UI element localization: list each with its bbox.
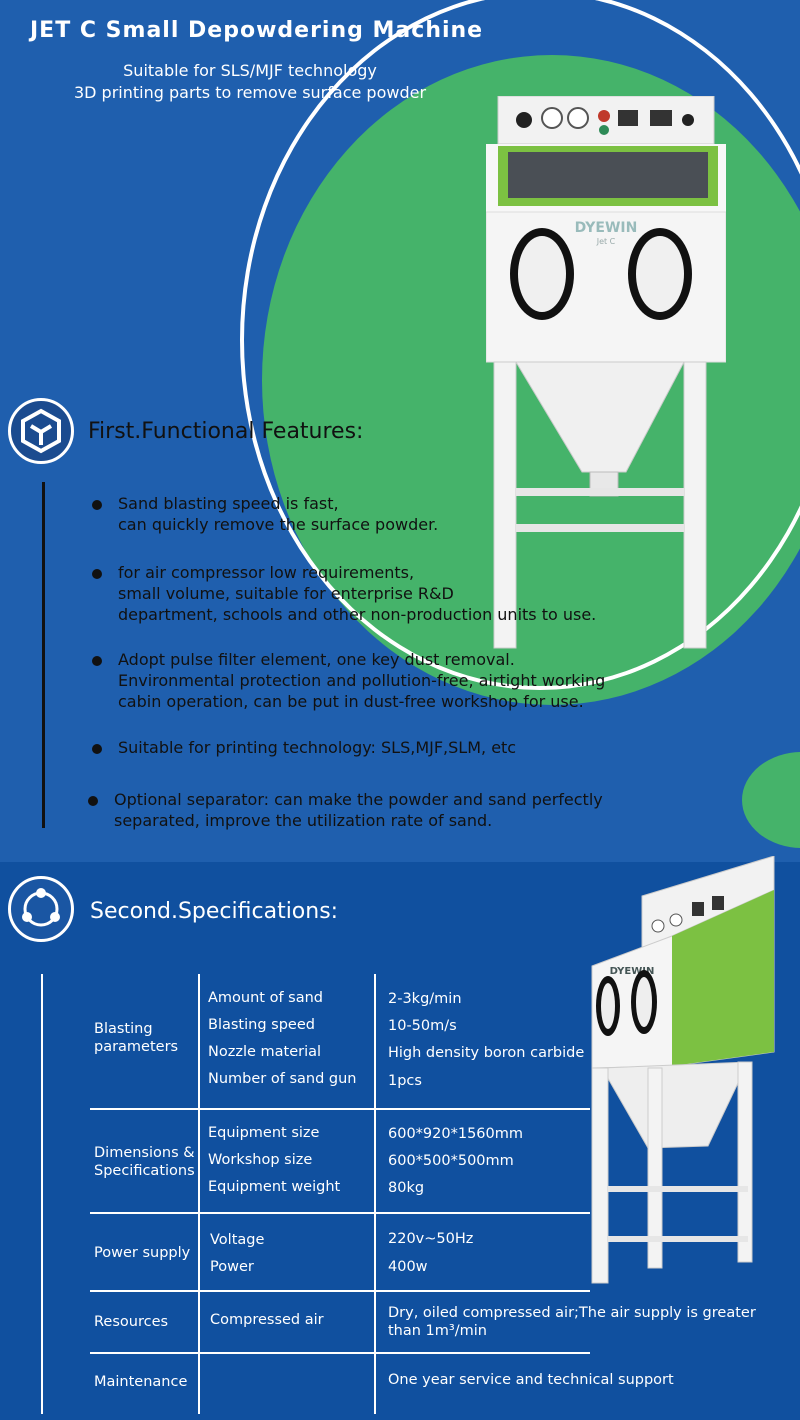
divider-vertical xyxy=(42,482,45,828)
feature-item: for air compressor low requirements, sma… xyxy=(92,562,596,625)
table-divider xyxy=(198,974,200,1414)
spec-item: Number of sand gun xyxy=(208,1071,357,1087)
subtitle-line: Suitable for SLS/MJF technology xyxy=(123,61,377,80)
brand-logo-text: DYEWIN xyxy=(575,220,638,236)
section-title-specifications: Second.Specifications: xyxy=(90,899,339,924)
spec-value: Dry, oiled compressed air;The air supply… xyxy=(388,1305,756,1339)
bullet-icon xyxy=(92,500,102,510)
bullet-icon xyxy=(92,569,102,579)
spec-item: Workshop size xyxy=(208,1152,313,1168)
page-subtitle: Suitable for SLS/MJF technology 3D print… xyxy=(50,60,450,104)
table-row-divider xyxy=(90,1352,590,1354)
spec-category: Maintenance xyxy=(94,1374,188,1390)
spec-value: 400w xyxy=(388,1259,428,1275)
spec-value: One year service and technical support xyxy=(388,1372,674,1388)
page-title: JET C Small Depowdering Machine xyxy=(30,18,484,43)
spec-item: Power xyxy=(210,1259,254,1275)
spec-item: Voltage xyxy=(210,1232,265,1248)
spec-value: 600*920*1560mm xyxy=(388,1126,524,1142)
feature-item: Optional separator: can make the powder … xyxy=(88,789,603,831)
brand-logo-text: DYEWIN xyxy=(610,966,655,977)
spec-category: Power supply xyxy=(94,1245,191,1261)
section-title-features: First.Functional Features: xyxy=(88,419,364,444)
spec-value: High density boron carbide xyxy=(388,1045,585,1061)
spec-item: Compressed air xyxy=(210,1312,324,1328)
feature-text: Suitable for printing technology: SLS,MJ… xyxy=(118,738,517,757)
spec-value: 2-3kg/min xyxy=(388,991,462,1007)
spec-item: Blasting speed xyxy=(208,1017,315,1033)
subtitle-line: 3D printing parts to remove surface powd… xyxy=(73,83,427,102)
table-row-divider xyxy=(90,1290,590,1292)
spec-item: Amount of sand xyxy=(208,990,324,1006)
table-row-divider xyxy=(90,1212,590,1214)
table-row-divider xyxy=(90,1108,590,1110)
bullet-icon xyxy=(92,744,102,754)
feature-text: Optional separator: can make the powder … xyxy=(114,790,603,830)
model-text: Jet C xyxy=(596,237,616,246)
spec-category: Dimensions & Specifications xyxy=(94,1145,195,1179)
feature-text: for air compressor low requirements, sma… xyxy=(118,563,597,624)
feature-text: Sand blasting speed is fast, can quickly… xyxy=(118,494,439,534)
spec-value: 80kg xyxy=(388,1180,425,1196)
bullet-icon xyxy=(92,656,102,666)
network-icon xyxy=(8,876,74,942)
feature-text: Adopt pulse filter element, one key dust… xyxy=(118,650,606,711)
spec-item: Nozzle material xyxy=(208,1044,322,1060)
spec-value: 600*500*500mm xyxy=(388,1153,514,1169)
machine-front-view-image: DYEWIN Jet C xyxy=(486,96,726,649)
white-ring-decoration xyxy=(240,0,800,690)
spec-category: Resources xyxy=(94,1314,169,1330)
cube-icon xyxy=(8,398,74,464)
spec-value: 10-50m/s xyxy=(388,1018,457,1034)
feature-item: Adopt pulse filter element, one key dust… xyxy=(92,649,605,712)
table-divider xyxy=(374,974,376,1414)
spec-category: Blasting parameters xyxy=(94,1021,179,1055)
spec-item: Equipment weight xyxy=(208,1179,341,1195)
spec-value: 220v~50Hz xyxy=(388,1231,474,1247)
feature-item: Sand blasting speed is fast, can quickly… xyxy=(92,493,438,535)
feature-item: Suitable for printing technology: SLS,MJ… xyxy=(92,737,516,758)
table-border-left xyxy=(41,974,43,1414)
machine-angled-view-image: DYEWIN xyxy=(591,856,775,1284)
spec-value: 1pcs xyxy=(388,1073,422,1089)
spec-item: Equipment size xyxy=(208,1125,320,1141)
bullet-icon xyxy=(88,796,98,806)
